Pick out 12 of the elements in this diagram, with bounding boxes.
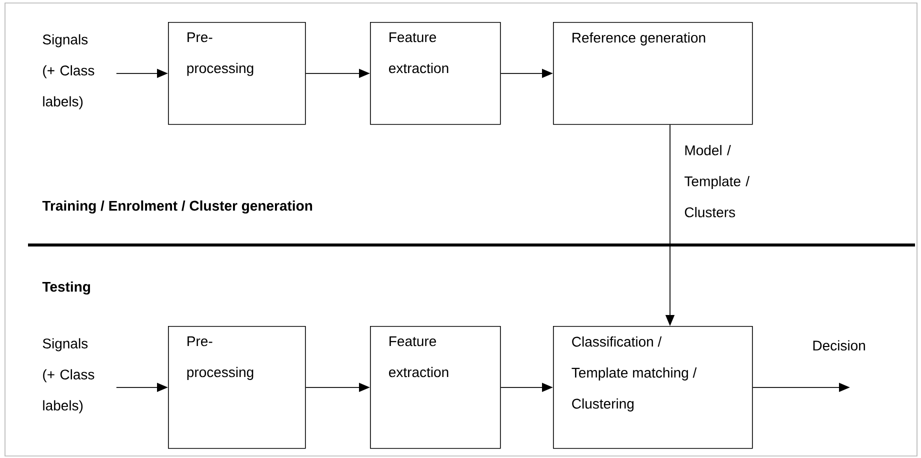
edge-label: Decision	[810, 338, 868, 353]
process-box: Classification / Template matching / Clustering	[553, 326, 753, 449]
input-text: Signals (+ Class labels)	[42, 34, 94, 110]
section-heading: Training / Enrolment / Cluster generation	[42, 200, 312, 214]
process-box: Pre-processing	[168, 22, 306, 125]
section-heading: Testing	[42, 281, 90, 295]
process-box: Feature extraction	[370, 326, 501, 449]
process-box: Feature extraction	[370, 22, 501, 125]
process-box: Reference generation	[553, 22, 753, 125]
edge-label: Model / Template / Clusters	[682, 143, 766, 220]
process-box: Pre-processing	[168, 326, 306, 449]
input-text: Signals (+ Class labels)	[42, 338, 94, 414]
